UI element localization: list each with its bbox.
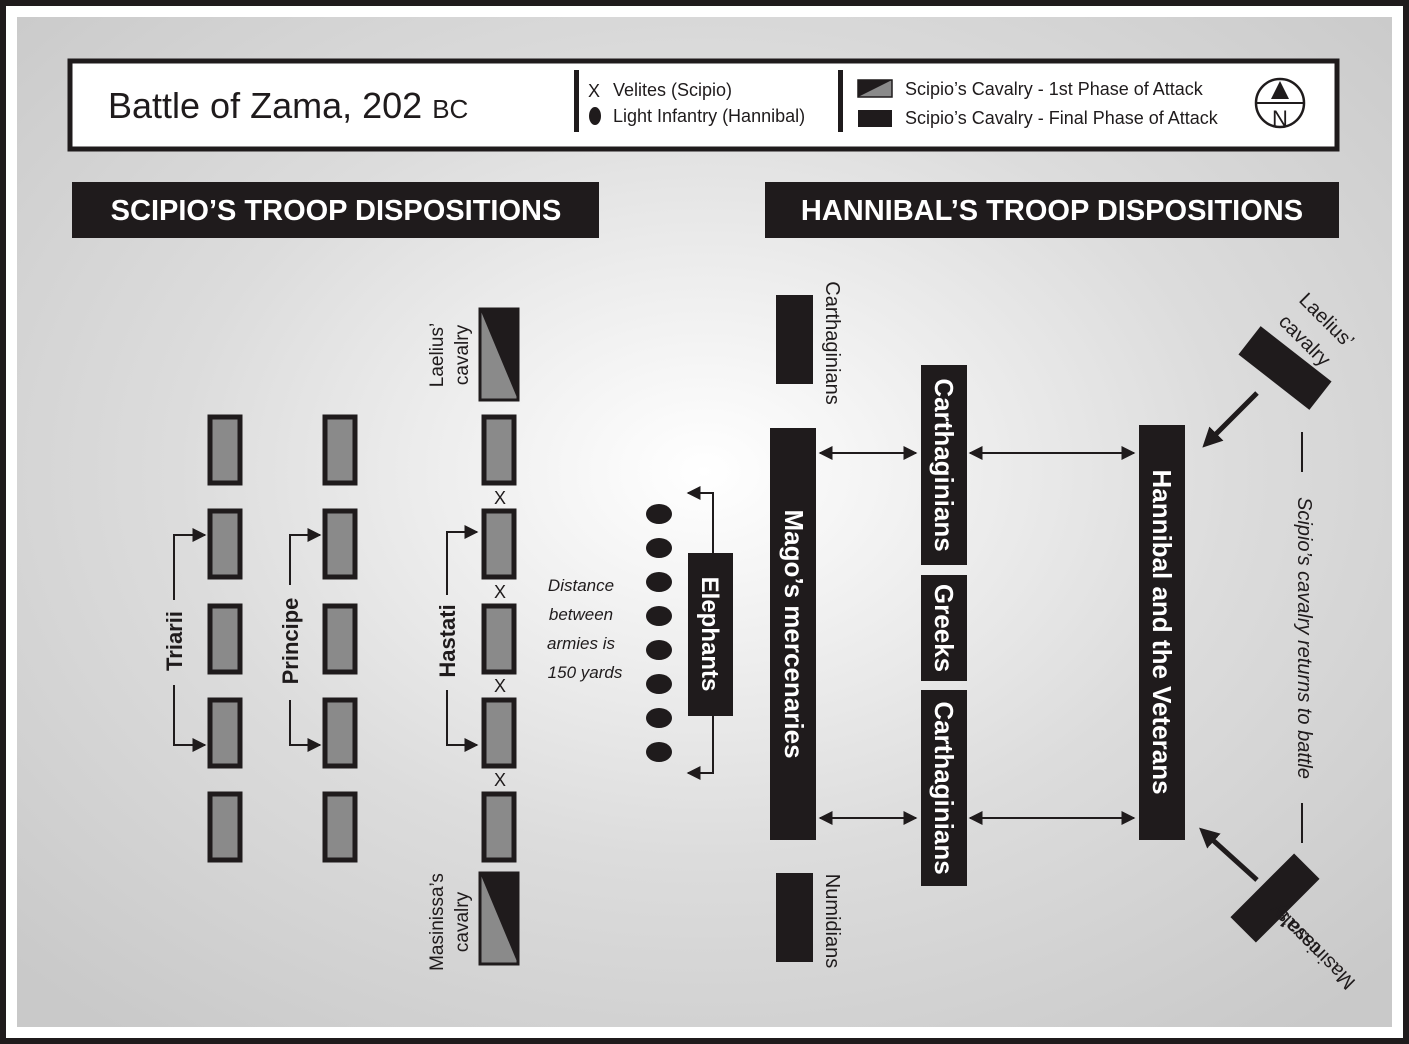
principe-maniple: [322, 697, 358, 769]
light-infantry-unit: [646, 606, 672, 626]
masinissa-label-line1: Masinissa’s: [427, 873, 448, 971]
attack-arrow: [1202, 391, 1259, 448]
hastati-label: Hastati: [435, 604, 460, 677]
svg-text:Hannibal and the Veterans: Hannibal and the Veterans: [1147, 469, 1177, 794]
veterans-unit: Hannibal and the Veterans: [1139, 425, 1185, 840]
legend-divider: [574, 70, 579, 132]
final-phase-swatch: [858, 110, 892, 127]
header-box: Battle of Zama, 202 BC X Velites (Scipio…: [67, 58, 1340, 152]
carthaginians-small-label: Carthaginians: [821, 281, 843, 404]
principe-bracket: [289, 528, 322, 752]
svg-text:Carthaginians: Carthaginians: [929, 378, 959, 551]
light-infantry-unit: [646, 742, 672, 762]
legend-light-infantry: Light Infantry (Hannibal): [613, 106, 805, 126]
svg-text:N: N: [1272, 106, 1288, 131]
masinissa-label-line2: cavalry: [452, 891, 473, 952]
legend-divider-2: [838, 70, 843, 132]
cavalry-attack-arrows: [1199, 391, 1259, 882]
principe-maniple: [322, 508, 358, 580]
velites-symbol: X: [588, 81, 600, 101]
svg-text:Scipio’s cavalry returns to ba: Scipio’s cavalry returns to battle: [1293, 497, 1315, 779]
triarii-maniple: [207, 508, 243, 580]
carthaginians-upper-unit: Carthaginians: [921, 365, 967, 565]
elephants-bracket: [686, 486, 714, 780]
light-infantry-symbol: [589, 107, 601, 125]
hannibal-heading: HANNIBAL’S TROOP DISPOSITIONS: [765, 182, 1339, 238]
scipio-masinissa-cavalry: [478, 871, 520, 966]
triarii-maniple: [207, 414, 243, 486]
light-infantry-column: [646, 504, 672, 762]
light-infantry-unit: [646, 538, 672, 558]
compass-icon: N: [1254, 77, 1306, 131]
hastati-bracket: [446, 525, 479, 752]
light-infantry-unit: [646, 504, 672, 524]
triarii-maniple: [207, 697, 243, 769]
hastati-maniple: [481, 697, 517, 769]
velites-mark: X: [494, 676, 506, 696]
svg-text:150 yards: 150 yards: [548, 663, 623, 682]
svg-text:Carthaginians: Carthaginians: [929, 701, 959, 874]
legend-cavalry-first: Scipio’s Cavalry - 1st Phase of Attack: [905, 79, 1204, 99]
legend-velites: Velites (Scipio): [613, 80, 732, 100]
triarii-label: Triarii: [162, 611, 187, 671]
svg-text:Elephants: Elephants: [696, 577, 723, 692]
light-infantry-unit: [646, 708, 672, 728]
triarii-column: [207, 414, 243, 863]
hastati-maniple: [481, 791, 517, 863]
principe-maniple: [322, 414, 358, 486]
principe-maniple: [322, 603, 358, 675]
map-title: Battle of Zama, 202 BC: [108, 85, 468, 126]
distance-note: Distance between armies is 150 yards: [547, 576, 623, 682]
masinissa-final-cavalry: [1230, 853, 1320, 943]
svg-text:Distance: Distance: [548, 576, 614, 595]
svg-text:between: between: [549, 605, 613, 624]
principe-label: Principe: [278, 598, 303, 685]
light-infantry-unit: [646, 572, 672, 592]
triarii-maniple: [207, 603, 243, 675]
mercenaries-unit: Mago’s mercenaries: [770, 428, 816, 840]
light-infantry-unit: [646, 674, 672, 694]
triarii-bracket: [173, 528, 207, 752]
light-infantry-unit: [646, 640, 672, 660]
velites-mark: X: [494, 582, 506, 602]
principe-column: [322, 414, 358, 863]
laelius-label-line2: cavalry: [452, 324, 473, 385]
carthaginians-lower-unit: Carthaginians: [921, 690, 967, 886]
scipio-heading: SCIPIO’S TROOP DISPOSITIONS: [72, 182, 599, 238]
laelius-label-line1: Laelius’: [427, 323, 448, 387]
svg-text:SCIPIO’S TROOP DISPOSITIONS: SCIPIO’S TROOP DISPOSITIONS: [111, 195, 562, 227]
svg-text:armies is: armies is: [547, 634, 616, 653]
carthaginians-small-unit: [776, 295, 813, 384]
svg-text:Greeks: Greeks: [929, 584, 959, 672]
attack-arrow: [1199, 827, 1259, 882]
hastati-maniple: [481, 508, 517, 580]
scipio-laelius-cavalry: [478, 307, 520, 402]
velites-marks: X X X X: [494, 488, 506, 790]
velites-mark: X: [494, 488, 506, 508]
elephants-unit: Elephants: [688, 553, 733, 716]
velites-mark: X: [494, 770, 506, 790]
laelius-final-cavalry: [1238, 326, 1332, 410]
triarii-maniple: [207, 791, 243, 863]
returns-note: Scipio’s cavalry returns to battle: [1293, 432, 1315, 843]
hastati-column: [481, 414, 517, 863]
numidians-unit: [776, 873, 813, 962]
legend-cavalry-final: Scipio’s Cavalry - Final Phase of Attack: [905, 108, 1219, 128]
hastati-maniple: [481, 603, 517, 675]
greeks-unit: Greeks: [921, 575, 967, 681]
svg-text:Mago’s mercenaries: Mago’s mercenaries: [779, 509, 809, 758]
principe-maniple: [322, 791, 358, 863]
first-phase-swatch: [857, 79, 893, 98]
numidians-label: Numidians: [821, 874, 843, 968]
hastati-maniple: [481, 414, 517, 486]
svg-text:HANNIBAL’S TROOP DISPOSITIONS: HANNIBAL’S TROOP DISPOSITIONS: [801, 195, 1303, 227]
connection-arrows: [818, 446, 1136, 825]
